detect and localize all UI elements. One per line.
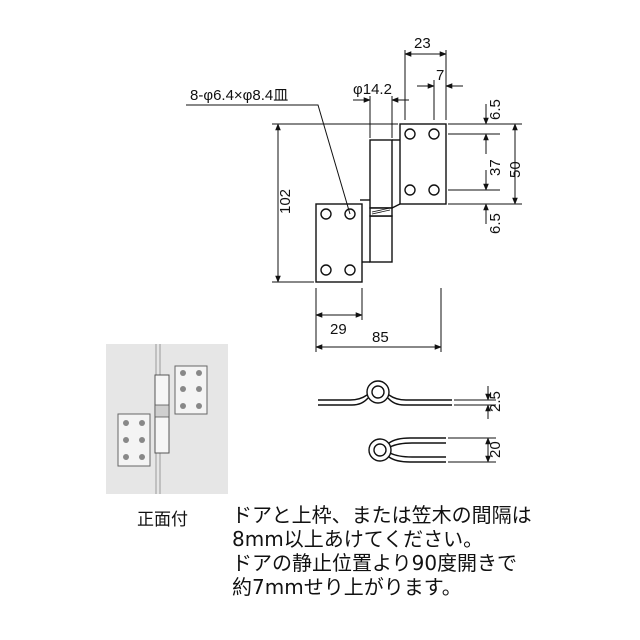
top-margin-label: 6.5 [487,99,504,120]
total-width-label: 85 [372,329,389,346]
dimension-lines [186,50,522,352]
open-thickness-label: 2.5 [487,391,504,412]
top-offset-label: 7 [436,67,444,84]
screw-hole [320,208,332,220]
pin-diameter-label: φ14.2 [353,81,392,98]
closed-thickness-label: 20 [487,441,504,458]
hinge-barrel-lower [369,215,393,263]
holes-spec-label: 8-φ6.4×φ8.4皿 [190,87,288,104]
note-line: 8mm以上あけてください。 [232,527,484,551]
note-line: ドアの静止位置より90度開きで [232,551,518,575]
photo-caption: 正面付 [137,510,188,530]
top-width-label: 23 [414,35,431,52]
section-open-dims [454,386,496,419]
total-height-label: 102 [277,189,294,214]
installed-photo [106,344,228,494]
note-line: ドアと上枠、または笠木の間隔は [232,503,532,527]
section-open [318,380,452,406]
hinge-front-view [315,123,447,283]
bottom-margin-label: 6.5 [487,213,504,234]
section-closed-dims [448,437,496,463]
screw-hole [428,128,440,140]
installation-note: ドアと上枠、または笠木の間隔は 8mm以上あけてください。 ドアの静止位置より9… [232,503,632,599]
screw-hole [428,184,440,196]
screw-hole [344,264,356,276]
dimension-labels: 8-φ6.4×φ8.4皿 φ14.2 23 7 6.5 37 50 6.5 10… [190,35,524,346]
section-closed [368,437,446,463]
hole-pitch-label: 37 [487,159,504,176]
leaf-width-label: 29 [330,321,347,338]
hinge-barrel-upper [369,139,393,209]
screw-hole [320,264,332,276]
plate-height-label: 50 [507,161,524,178]
screw-hole [404,128,416,140]
holes-leader [186,104,351,215]
note-line: 約7mmせり上がります。 [232,575,462,599]
screw-hole [404,184,416,196]
